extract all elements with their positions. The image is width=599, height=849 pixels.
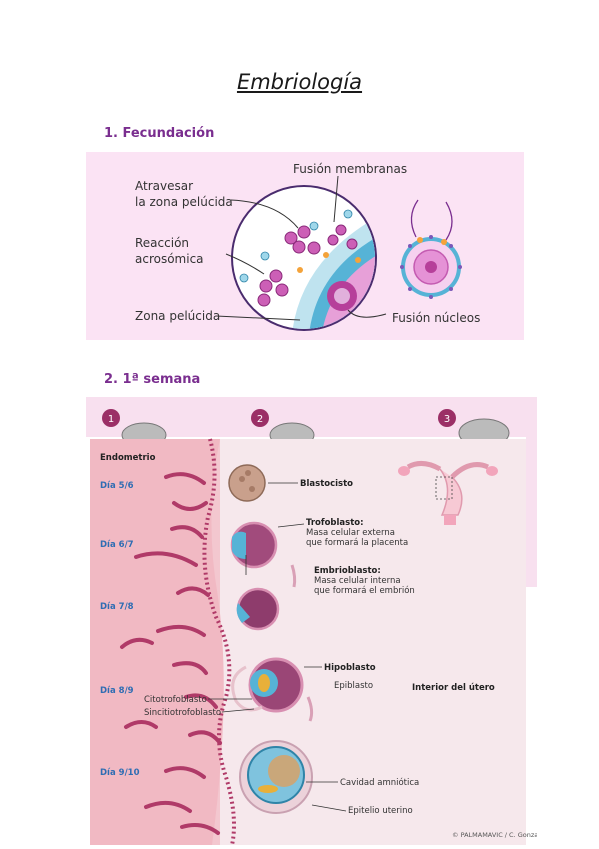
label-embrioblasto: Embrioblasto: xyxy=(314,566,381,576)
uterus-icon xyxy=(398,461,498,525)
day-8-9: Día 8/9 xyxy=(100,686,134,696)
page-title: Embriología xyxy=(236,70,363,94)
blastocisto-cell xyxy=(228,464,266,502)
image-credit: © PALMAMAVIC / C. Gonzalo xyxy=(452,831,537,839)
label-trofoblasto-2: que formará la placenta xyxy=(306,538,408,548)
label-hipoblasto: Hipoblasto xyxy=(324,663,376,673)
label-epitelio-uterino: Epitelio uterino xyxy=(348,806,413,816)
label-trofoblasto-1: Masa celular externa xyxy=(306,528,395,538)
label-fusion-nucleos: Fusión núcleos xyxy=(392,311,480,325)
blastocyst-day-7-8 xyxy=(236,587,280,631)
label-epiblasto: Epiblasto xyxy=(334,681,373,691)
step-1-number: 1 xyxy=(108,414,114,425)
label-interior-utero: Interior del útero xyxy=(412,683,495,693)
label-citotrofoblasto: Citotrofoblasto xyxy=(144,695,207,705)
label-cavidad-amniotica: Cavidad amniótica xyxy=(340,777,419,788)
label-atravesar-2: la zona pelúcida xyxy=(135,195,233,209)
label-blastocisto: Blastocisto xyxy=(300,479,353,489)
label-atravesar-1: Atravesar xyxy=(135,179,193,193)
nucleus-inner xyxy=(334,288,350,304)
label-embrioblasto-2: que formará el embrión xyxy=(314,585,415,596)
step-1-badge xyxy=(102,409,120,427)
section-heading-semana: 2. 1ª semana xyxy=(104,372,201,387)
epithelium-line xyxy=(202,438,236,846)
label-trofoblasto: Trofoblasto: xyxy=(306,518,364,528)
day-7-8: Día 7/8 xyxy=(100,602,134,612)
label-reaccion-2: acrosómica xyxy=(135,252,204,266)
day-9-10: Día 9/10 xyxy=(100,768,140,778)
label-sincitiotrofoblasto: Sincitiotrofoblasto xyxy=(144,708,221,718)
label-embrioblasto-1: Masa celular interna xyxy=(314,576,401,586)
label-zona-pelucida: Zona pelúcida xyxy=(135,309,220,323)
step-3-badge xyxy=(438,409,456,427)
label-endometrio: Endometrio xyxy=(100,453,156,463)
day-6-7: Día 6/7 xyxy=(100,540,134,550)
step-3-number: 3 xyxy=(444,414,450,425)
fecundacion-figure: Fusión membranas Atravesar la zona pelúc… xyxy=(86,152,524,344)
section-heading-fecundacion: 1. Fecundación xyxy=(104,126,215,141)
label-fusion-membranas: Fusión membranas xyxy=(293,162,407,176)
semana-figure: 1 2 3 Endometrio Día 5/6 Día 6/7 Día 7/8… xyxy=(86,397,544,849)
day-5-6: Día 5/6 xyxy=(100,481,134,491)
step-2-number: 2 xyxy=(257,414,263,425)
step-2-badge xyxy=(251,409,269,427)
label-reaccion-1: Reacción xyxy=(135,236,189,250)
